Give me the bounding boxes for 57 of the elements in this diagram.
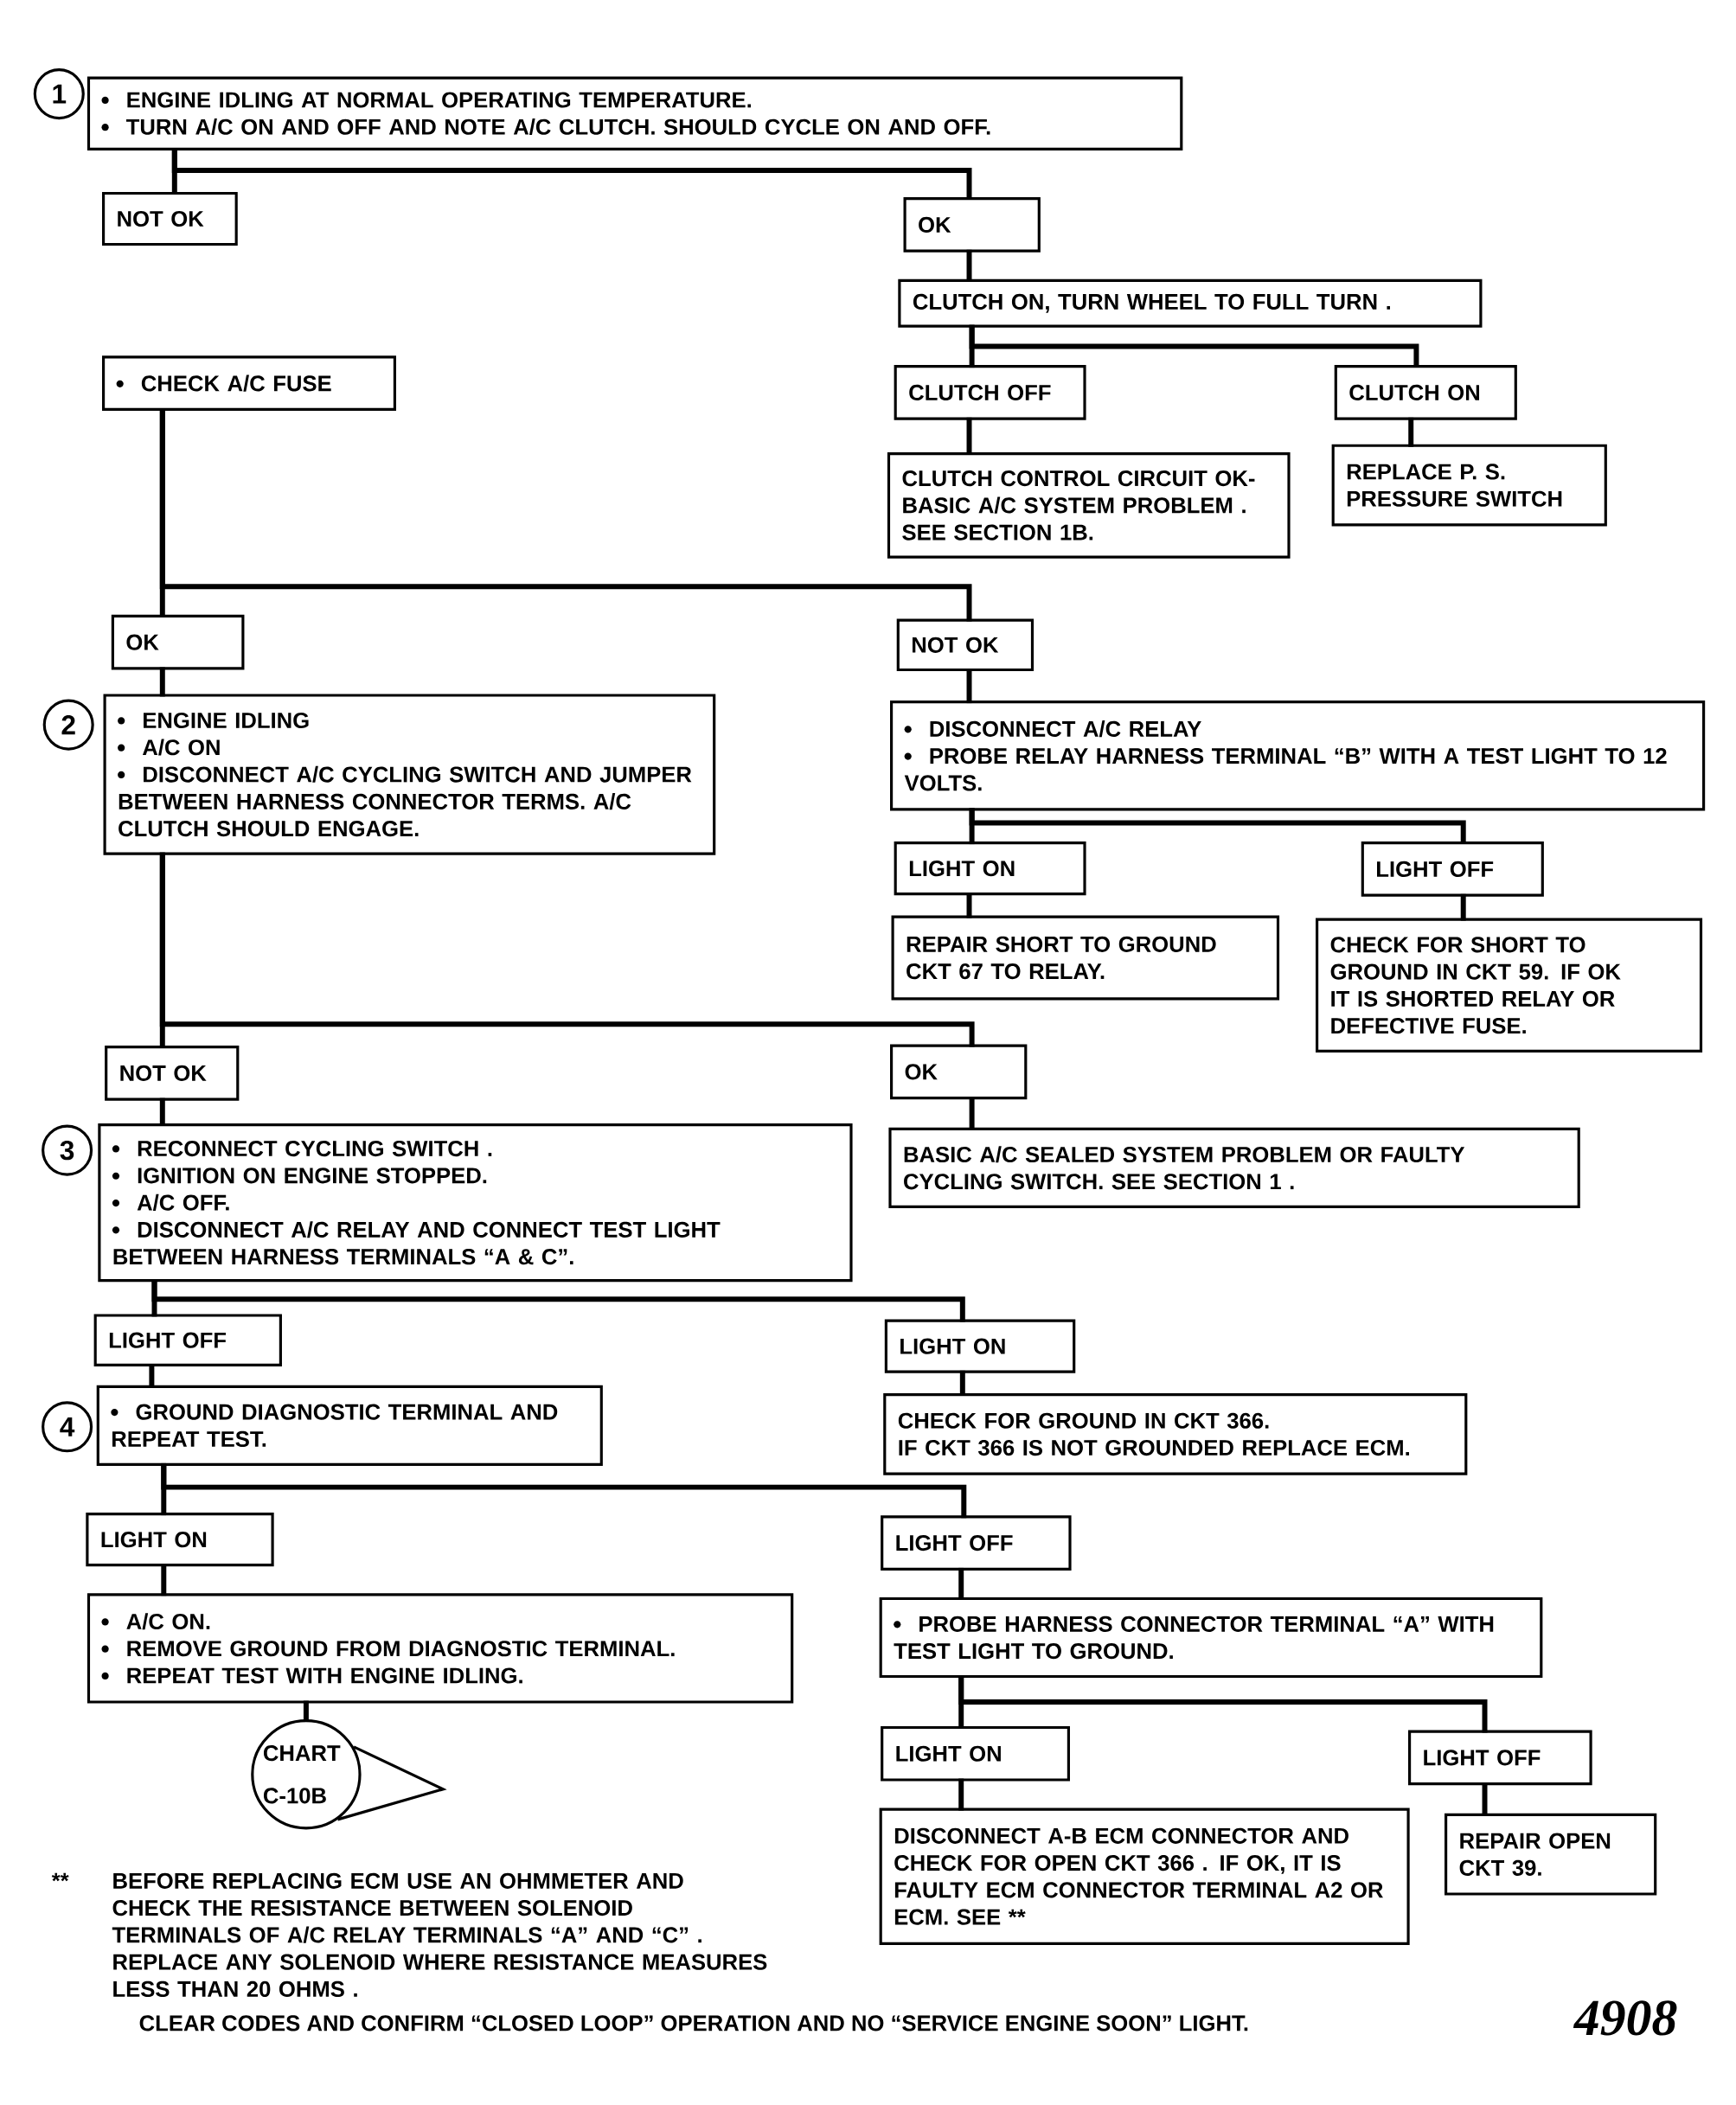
instruction-box: BASIC A/C SEALED SYSTEM PROBLEM OR FAULTY CYCLING SWITCH. SEE SECTION 1 . [888, 1127, 1580, 1208]
instruction-box: CLUTCH CONTROL CIRCUIT OK- BASIC A/C SYSTEM PROBLEM . SEE SECTION 1B. [887, 452, 1291, 559]
connector-line [151, 1279, 965, 1322]
outcome-box: LIGHT OFF [881, 1515, 1072, 1571]
connector-line [161, 1564, 167, 1596]
outcome-box: OK [111, 614, 245, 670]
instruction-box: GROUND DIAGNOSTIC TERMINAL AND REPEAT TEST. [96, 1385, 603, 1466]
outcome-box: LIGHT OFF [93, 1314, 282, 1366]
outcome-box: OK [890, 1044, 1028, 1100]
instruction-box: CLUTCH ON, TURN WHEEL TO FULL TURN . [898, 278, 1483, 328]
connector-line [966, 893, 972, 918]
outcome-box: NOT OK [105, 1046, 240, 1101]
figure-number: 4908 [1573, 2000, 1677, 2036]
instruction-box: REPAIR OPEN CKT 39. [1445, 1813, 1657, 1896]
instruction-box: ENGINE IDLING A/C ON DISCONNECT A/C CYCLING SWITCH AND JUMPER BETWEEN HARNESS CONNECTOR TERMS. A/C CLUTCH SHOULD ENGAGE. [103, 694, 716, 855]
instruction-box: RECONNECT CYCLING SWITCH . IGNITION ON ENGINE STOPPED. A/C OFF. DISCONNECT A/C RELAY AND CONNECT TEST LIGHT BETWEEN HARNESS TERMINALS “A & C”. [98, 1123, 853, 1283]
star-note-mark: ** [51, 1872, 69, 1882]
outcome-box: CLUTCH OFF [894, 365, 1086, 420]
instruction-box: DISCONNECT A-B ECM CONNECTOR AND CHECK FOR OPEN CKT 366 . IF OK, IT IS FAULTY ECM CONNECTOR TERMINAL A2 OR ECM. SEE ** [879, 1807, 1410, 1945]
connector-line [1408, 417, 1414, 447]
connector-line [159, 408, 972, 622]
connector-line [958, 1778, 964, 1811]
outcome-box: NOT OK [102, 191, 238, 246]
outcome-box: CLUTCH ON [1334, 365, 1517, 420]
connector-line [159, 667, 165, 697]
instruction-box: ENGINE IDLING AT NORMAL OPERATING TEMPERATURE. TURN A/C ON AND OFF AND NOTE A/C CLUTCH. SHOULD CYCLE ON AND OFF. [86, 76, 1183, 150]
connector-line [966, 249, 972, 282]
outcome-box: LIGHT ON [881, 1725, 1070, 1782]
instruction-box: DISCONNECT A/C RELAY PROBE RELAY HARNESS TERMINAL “B” WITH A TEST LIGHT TO 12 VOLTS. [890, 701, 1706, 811]
connector-line [159, 852, 975, 1047]
instruction-box: PROBE HARNESS CONNECTOR TERMINAL “A” WITH TEST LIGHT TO GROUND. [879, 1596, 1543, 1679]
outcome-box: LIGHT ON [884, 1319, 1076, 1373]
outcome-box: NOT OK [896, 618, 1035, 672]
outcome-box: LIGHT OFF [1361, 841, 1544, 897]
instruction-box: CHECK FOR GROUND IN CKT 366. IF CKT 366 IS NOT GROUNDED REPLACE ECM. [883, 1393, 1468, 1475]
connector-line [959, 1370, 965, 1396]
instruction-box: REPLACE P. S. PRESSURE SWITCH [1331, 444, 1607, 527]
connector-line [958, 1567, 964, 1600]
connector-line [1460, 893, 1466, 921]
outcome-box: LIGHT ON [894, 841, 1086, 896]
outcome-box: LIGHT OFF [1408, 1730, 1592, 1786]
footnote: BEFORE REPLACING ECM USE AN OHMMETER AND CHECK THE RESISTANCE BETWEEN SOLENOID TERMINALS OF A/C RELAY TERMINALS “A” AND “C” . REPLACE ANY SOLENOID WHERE RESISTANCE MEASURES LESS THAN 20 OHMS . [112, 1872, 767, 1998]
connector-line [966, 669, 972, 704]
connector-line [958, 1675, 1488, 1733]
connector-line [149, 1364, 155, 1388]
connector-line [303, 1700, 309, 1723]
connector-line [966, 417, 972, 455]
connector-line [969, 1097, 975, 1130]
instruction-box: REPAIR SHORT TO GROUND CKT 67 TO RELAY. [891, 915, 1280, 1001]
instruction-box: A/C ON. REMOVE GROUND FROM DIAGNOSTIC TERMINAL. REPEAT TEST WITH ENGINE IDLING. [86, 1593, 794, 1704]
instruction-box: CHECK A/C FUSE [102, 355, 396, 411]
instruction-note: CLEAR CODES AND CONFIRM “CLOSED LOOP” OPERATION AND NO “SERVICE ENGINE SOON” LIGHT. [139, 2015, 1248, 2031]
connector-line [1482, 1782, 1488, 1816]
outcome-box: OK [903, 197, 1041, 253]
instruction-box: CHECK FOR SHORT TO GROUND IN CKT 59. IF OK IT IS SHORTED RELAY OR DEFECTIVE FUSE. [1316, 918, 1703, 1052]
connector-line [159, 1097, 165, 1126]
outcome-box: LIGHT ON [86, 1513, 274, 1567]
